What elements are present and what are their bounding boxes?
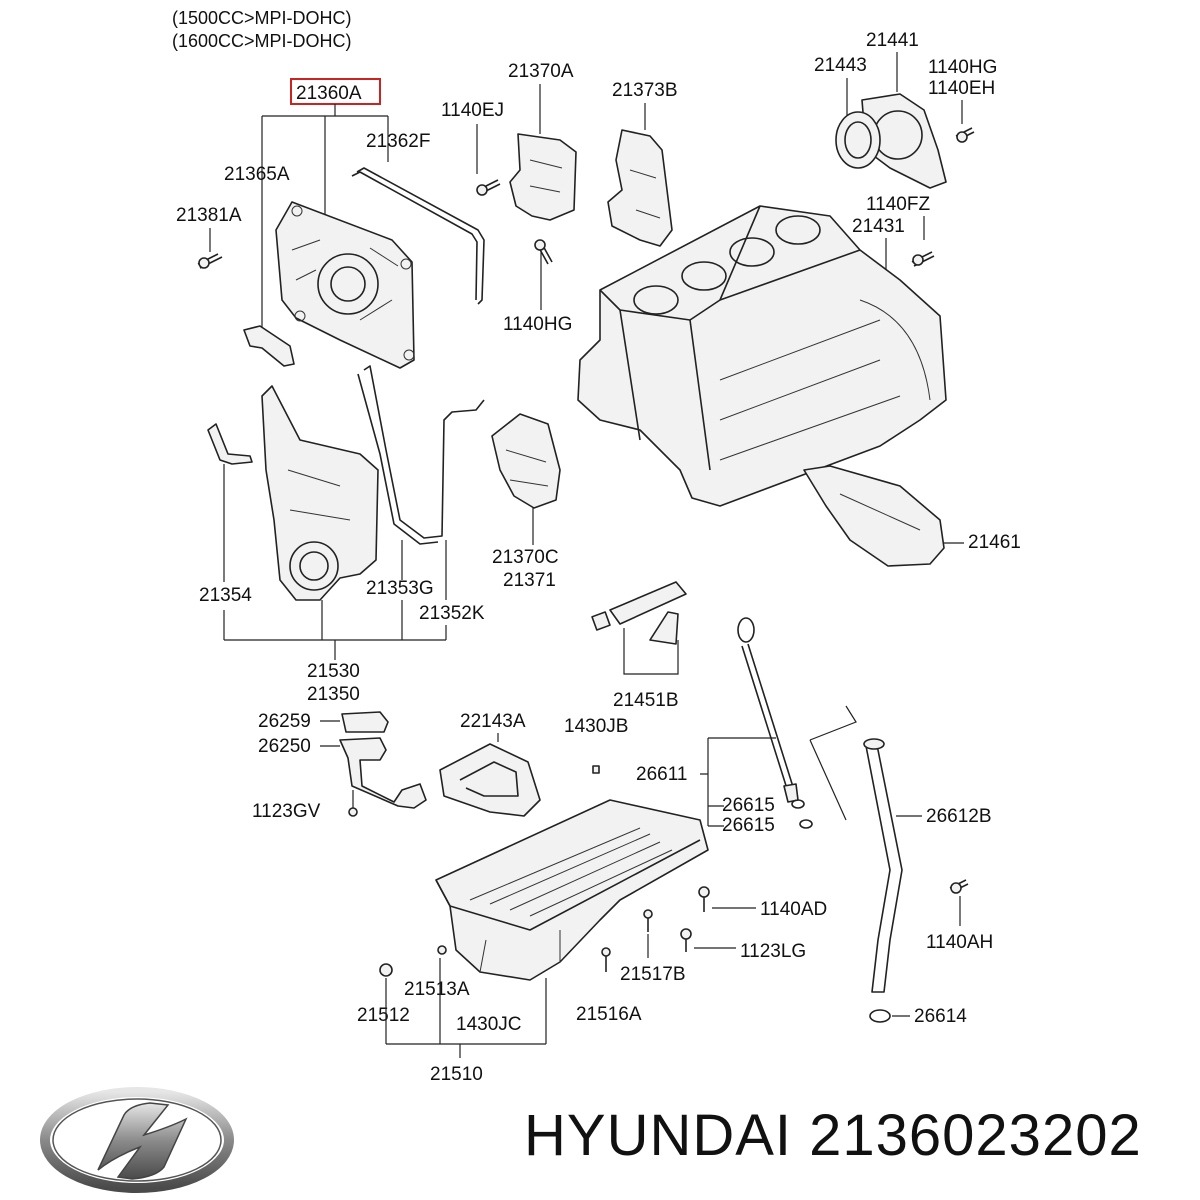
label-21441[interactable]: 21441	[866, 30, 919, 51]
rear-seal-housing	[835, 93, 947, 189]
leader-21510-group	[385, 958, 547, 1058]
label-26615-b[interactable]: 26615	[722, 815, 775, 836]
label-1140HG-mid[interactable]: 1140HG	[503, 314, 572, 335]
label-21451B[interactable]: 21451B	[613, 690, 679, 711]
label-21370C[interactable]: 21370C	[492, 547, 559, 568]
o-ring-26614	[869, 1009, 891, 1023]
leader-tube-bracket	[809, 705, 857, 821]
label-1140AD[interactable]: 1140AD	[760, 899, 827, 920]
label-22143A[interactable]: 22143A	[460, 711, 526, 732]
brand-part-number: HYUNDAI 2136023202	[524, 1103, 1142, 1168]
bracket-21373B	[607, 129, 673, 247]
baffle-21461	[803, 465, 945, 567]
label-21362F[interactable]: 21362F	[366, 131, 430, 152]
bolt-1140EJ	[476, 179, 501, 196]
gasket-22143A	[439, 743, 541, 817]
label-21352K[interactable]: 21352K	[419, 603, 485, 624]
label-21371[interactable]: 21371	[503, 570, 556, 591]
header-line-2: (1600CC>MPI-DOHC)	[172, 31, 352, 51]
label-26612B[interactable]: 26612B	[926, 806, 992, 827]
label-1140HG-top[interactable]: 1140HG	[928, 57, 997, 78]
label-1430JC[interactable]: 1430JC	[456, 1014, 522, 1035]
label-1140AH[interactable]: 1140AH	[926, 932, 993, 953]
label-21353G[interactable]: 21353G	[366, 578, 434, 599]
label-1123LG[interactable]: 1123LG	[740, 941, 806, 962]
label-21360A[interactable]: 21360A	[296, 83, 362, 104]
bolt-1123GV	[348, 807, 358, 817]
label-26614[interactable]: 26614	[914, 1006, 967, 1027]
oil-pan-21510	[435, 799, 709, 981]
label-26250[interactable]: 26250	[258, 736, 311, 757]
label-21512[interactable]: 21512	[357, 1005, 410, 1026]
label-21365A[interactable]: 21365A	[224, 164, 290, 185]
seal-21365A	[243, 325, 295, 367]
bolt-21512	[379, 963, 393, 977]
leader-21360A	[261, 104, 389, 330]
bolt-1140FZ	[911, 251, 935, 267]
leaders-gaskets	[401, 540, 447, 600]
label-21516A[interactable]: 21516A	[576, 1004, 642, 1025]
brand-footer	[40, 1087, 234, 1193]
bracket-21370C	[491, 413, 561, 509]
leader-21530-group	[223, 600, 447, 660]
o-rings-26615	[791, 799, 813, 829]
sealant-tube-21451B	[591, 581, 687, 645]
leader-21451B	[623, 628, 679, 675]
label-21443[interactable]: 21443	[814, 55, 867, 76]
bolt-21517B	[643, 909, 653, 932]
label-26259[interactable]: 26259	[258, 711, 311, 732]
gasket-21362F	[351, 167, 485, 305]
label-21381A[interactable]: 21381A	[176, 205, 242, 226]
label-21431[interactable]: 21431	[852, 216, 905, 237]
upper-timing-cover	[275, 201, 415, 369]
label-1140EH[interactable]: 1140EH	[928, 78, 995, 99]
hyundai-logo-icon	[40, 1087, 234, 1193]
label-26615-a[interactable]: 26615	[722, 795, 775, 816]
label-1140FZ[interactable]: 1140FZ	[866, 194, 930, 215]
label-21354[interactable]: 21354	[199, 585, 252, 606]
label-1123GV[interactable]: 1123GV	[252, 801, 321, 822]
lower-timing-cover	[261, 385, 379, 601]
bolt-21381A	[197, 253, 223, 269]
header-line-1: (1500CC>MPI-DOHC)	[172, 8, 352, 28]
gasket-26259	[341, 711, 389, 733]
bolt-1140HG-mid	[534, 239, 553, 265]
label-21513A[interactable]: 21513A	[404, 979, 470, 1000]
label-1140EJ[interactable]: 1140EJ	[441, 100, 504, 121]
label-21530[interactable]: 21530	[307, 661, 360, 682]
bracket-21354	[207, 423, 253, 465]
oil-strainer-26250	[339, 737, 427, 809]
label-21517B[interactable]: 21517B	[620, 964, 686, 985]
bolt-1123LG	[680, 928, 692, 952]
leader-26611	[700, 737, 776, 827]
plug-1430JB	[592, 765, 600, 774]
bolt-21516A	[601, 947, 611, 972]
label-21370A[interactable]: 21370A	[508, 61, 574, 82]
label-21510[interactable]: 21510	[430, 1064, 483, 1085]
label-21350[interactable]: 21350	[307, 684, 360, 705]
bolt-1140AH	[949, 879, 969, 894]
label-1430JB[interactable]: 1430JB	[564, 716, 628, 737]
bolt-1140HG-top	[955, 127, 975, 143]
bracket-21370A	[509, 133, 577, 221]
gasket-21353G	[357, 365, 485, 545]
bolt-21513A	[437, 945, 447, 955]
label-21461[interactable]: 21461	[968, 532, 1021, 553]
cylinder-block	[577, 205, 947, 507]
label-21373B[interactable]: 21373B	[612, 80, 678, 101]
leaders-rear-seal	[846, 52, 963, 124]
dipstick-tube-26612B	[863, 738, 903, 993]
bolt-1140AD	[698, 886, 710, 912]
label-26611[interactable]: 26611	[636, 764, 687, 785]
dipstick-26611	[737, 617, 799, 803]
